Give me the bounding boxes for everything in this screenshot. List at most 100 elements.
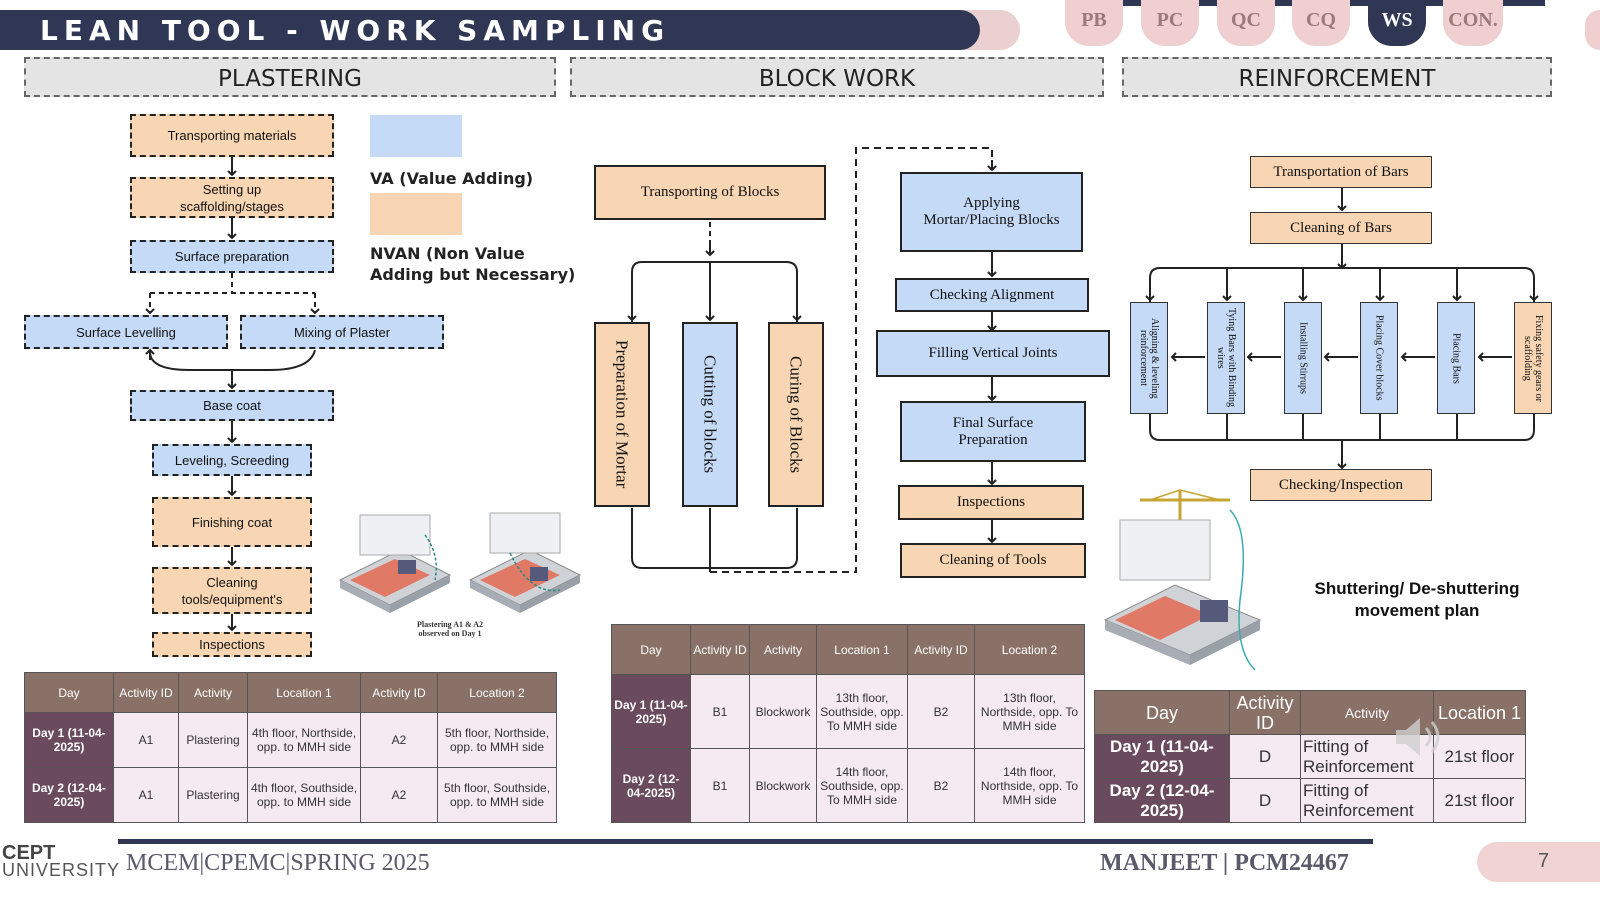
- cell: 5th floor, Southside, opp. to MMH side: [437, 767, 557, 823]
- th-activity: Activity: [178, 672, 248, 713]
- step-filling-joints: Filling Vertical Joints: [876, 330, 1110, 377]
- th-activity-id: Activity ID: [690, 624, 750, 675]
- plastering-table: Day Activity ID Activity Location 1 Acti…: [24, 672, 557, 823]
- cell: 14th floor, Southside, opp. To MMH side: [816, 748, 908, 823]
- cell: B2: [907, 748, 975, 823]
- cell: A2: [360, 767, 438, 823]
- step-leveling-screeding: Leveling, Screeding: [152, 444, 312, 476]
- cell: 21st floor: [1433, 734, 1526, 779]
- cell-day: Day 2 (12-04-2025): [1094, 778, 1230, 823]
- section-plastering: PLASTERING: [24, 57, 556, 97]
- page-number: 7: [1538, 850, 1550, 872]
- plastering-caption-line2: observed on Day 1: [418, 629, 482, 638]
- step-cleaning-of-tools: Cleaning of Tools: [900, 543, 1086, 578]
- th-location1: Location 1: [1433, 690, 1526, 735]
- tab-qc[interactable]: QC: [1217, 0, 1275, 46]
- th-location1: Location 1: [247, 672, 361, 713]
- step-aligning-leveling: Aligning & leveling reinforcement: [1130, 302, 1168, 414]
- step-base-coat: Base coat: [130, 390, 334, 421]
- title-bar: [0, 10, 980, 50]
- audio-speaker-icon[interactable]: [1392, 712, 1452, 762]
- cell: 14th floor, Northside, opp. To MMH side: [974, 748, 1085, 823]
- step-surface-preparation: Surface preparation: [130, 240, 334, 273]
- cell: D: [1229, 734, 1301, 779]
- plastering-site-illustration: [338, 512, 582, 613]
- step-mixing-plaster: Mixing of Plaster: [240, 315, 444, 349]
- th-activity-id2: Activity ID: [907, 624, 975, 675]
- th-location2: Location 2: [974, 624, 1085, 675]
- table-row: Day 1 (11-04-2025) A1 Plastering 4th flo…: [24, 712, 557, 768]
- footer-divider: [118, 839, 1373, 844]
- section-reinforcement: REINFORCEMENT: [1122, 57, 1552, 97]
- section-blockwork: BLOCK WORK: [570, 57, 1104, 97]
- cell: B1: [690, 674, 750, 749]
- table-row: Day 2 (12-04-2025) B1 Blockwork 14th flo…: [611, 748, 1085, 823]
- step-blockwork-inspections: Inspections: [898, 485, 1084, 520]
- cell-day: Day 1 (11-04-2025): [611, 674, 691, 749]
- cell: B1: [690, 748, 750, 823]
- logo-cept: CEPT: [2, 842, 56, 864]
- step-cutting-blocks: Cutting of blocks: [682, 322, 738, 507]
- th-activity: Activity: [1300, 690, 1434, 735]
- shuttering-caption-line1: Shuttering/ De-shuttering: [1314, 579, 1520, 598]
- cell: 4th floor, Northside, opp. to MMH side: [247, 712, 361, 768]
- step-finishing-coat: Finishing coat: [152, 497, 312, 547]
- step-curing-blocks: Curing of Blocks: [768, 322, 824, 507]
- cell: Blockwork: [749, 674, 817, 749]
- tab-ws[interactable]: WS: [1368, 0, 1426, 46]
- th-location2: Location 2: [437, 672, 557, 713]
- cell: 13th floor, Southside, opp. To MMH side: [816, 674, 908, 749]
- cell: Plastering: [178, 767, 248, 823]
- step-transporting-blocks: Transporting of Blocks: [594, 165, 826, 220]
- tab-pc[interactable]: PC: [1141, 0, 1199, 46]
- table-row: Day 1 (11-04-2025) D Fitting of Reinforc…: [1094, 734, 1526, 779]
- cell-day: Day 1 (11-04-2025): [24, 712, 114, 768]
- cell: Fitting of Reinforcement: [1300, 778, 1434, 823]
- th-activity-id: Activity ID: [113, 672, 179, 713]
- legend-nvan-swatch: [370, 193, 462, 235]
- legend-va-swatch: [370, 115, 462, 157]
- step-checking-alignment: Checking Alignment: [895, 278, 1089, 312]
- step-transporting-materials: Transporting materials: [130, 114, 334, 157]
- step-cleaning-tools: Cleaning tools/equipment's: [152, 567, 312, 614]
- step-checking-inspection: Checking/Inspection: [1250, 469, 1432, 501]
- step-applying-mortar: Applying Mortar/Placing Blocks: [900, 172, 1083, 252]
- step-plastering-inspections: Inspections: [152, 632, 312, 657]
- cell: 5th floor, Northside, opp. to MMH side: [437, 712, 557, 768]
- legend-nvan-line1: NVAN (Non Value: [370, 244, 525, 263]
- cell: Plastering: [178, 712, 248, 768]
- th-activity-id: Activity ID: [1229, 690, 1301, 735]
- tab-edge: [1585, 10, 1600, 50]
- step-preparation-mortar: Preparation of Mortar: [594, 322, 650, 507]
- cell: D: [1229, 778, 1301, 823]
- cell: B2: [907, 674, 975, 749]
- legend-va-label: VA (Value Adding): [370, 169, 534, 188]
- shuttering-site-illustration: [1103, 489, 1262, 671]
- step-tying-bars: Tying Bars with Binding wires: [1207, 302, 1245, 414]
- step-placing-cover-blocks: Placing Cover blocks: [1360, 302, 1398, 414]
- tab-pb[interactable]: PB: [1065, 0, 1123, 46]
- th-activity-id2: Activity ID: [360, 672, 438, 713]
- plastering-caption-line1: Plastering A1 & A2: [417, 620, 483, 629]
- logo-university: UNIVERSITY: [2, 860, 121, 880]
- reinforcement-table: Day Activity ID Activity Location 1 Day …: [1094, 690, 1526, 823]
- tab-cq[interactable]: CQ: [1292, 0, 1350, 46]
- table-row: Day 2 (12-04-2025) D Fitting of Reinforc…: [1094, 778, 1526, 823]
- step-surface-levelling: Surface Levelling: [24, 315, 228, 349]
- footer-course: MCEM|CPEMC|SPRING 2025: [126, 850, 430, 876]
- cell-day: Day 2 (12-04-2025): [611, 748, 691, 823]
- blockwork-table: Day Activity ID Activity Location 1 Acti…: [611, 624, 1085, 823]
- th-day: Day: [1094, 690, 1230, 735]
- cell: A2: [360, 712, 438, 768]
- th-activity: Activity: [749, 624, 817, 675]
- tab-con[interactable]: CON.: [1443, 0, 1503, 46]
- step-cleaning-bars: Cleaning of Bars: [1250, 212, 1432, 244]
- th-day: Day: [24, 672, 114, 713]
- step-transportation-bars: Transportation of Bars: [1250, 156, 1432, 188]
- page-number-pill: [1477, 842, 1600, 882]
- legend-nvan-line2: Adding but Necessary): [370, 265, 576, 284]
- cell: 13th floor, Northside, opp. To MMH side: [974, 674, 1085, 749]
- table-row: Day 1 (11-04-2025) B1 Blockwork 13th flo…: [611, 674, 1085, 749]
- th-day: Day: [611, 624, 691, 675]
- cell: A1: [113, 767, 179, 823]
